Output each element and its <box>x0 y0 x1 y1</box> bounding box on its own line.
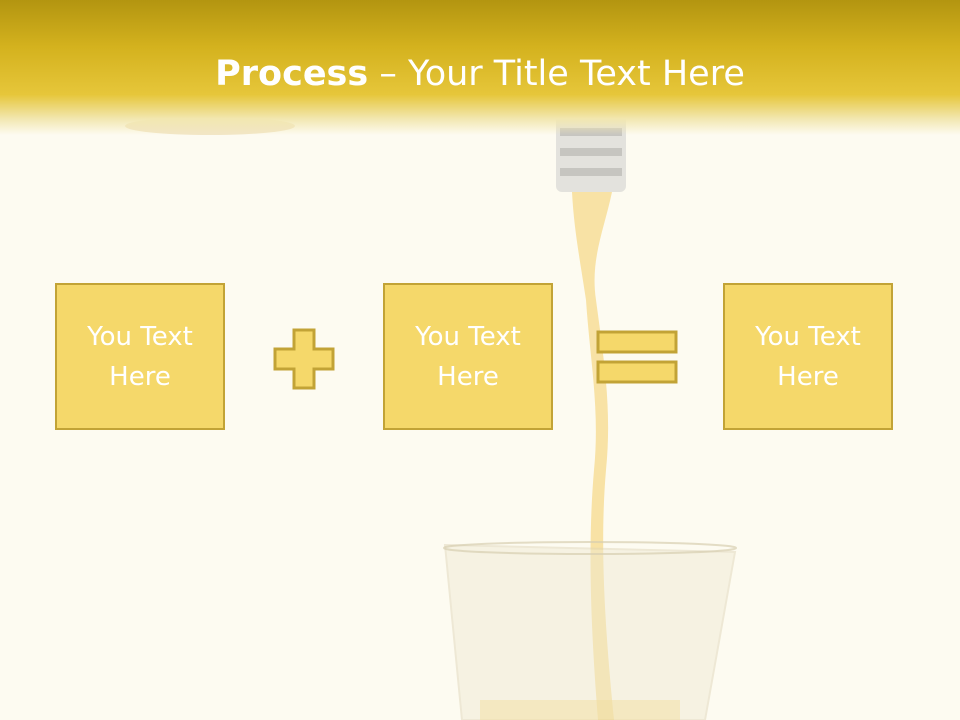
equals-icon <box>596 330 678 384</box>
process-box-1[interactable]: You Text Here <box>55 283 225 430</box>
box-2-text: You Text Here <box>415 321 521 392</box>
box-3-text: You Text Here <box>755 321 861 392</box>
slide-title: Process – Your Title Text Here <box>0 52 960 96</box>
title-strong: Process <box>215 54 369 94</box>
process-box-3[interactable]: You Text Here <box>723 283 893 430</box>
process-box-2[interactable]: You Text Here <box>383 283 553 430</box>
box-1-text: You Text Here <box>87 321 193 392</box>
plus-icon <box>273 328 335 390</box>
title-rest: – Your Title Text Here <box>368 54 745 94</box>
title-banner <box>0 0 960 135</box>
